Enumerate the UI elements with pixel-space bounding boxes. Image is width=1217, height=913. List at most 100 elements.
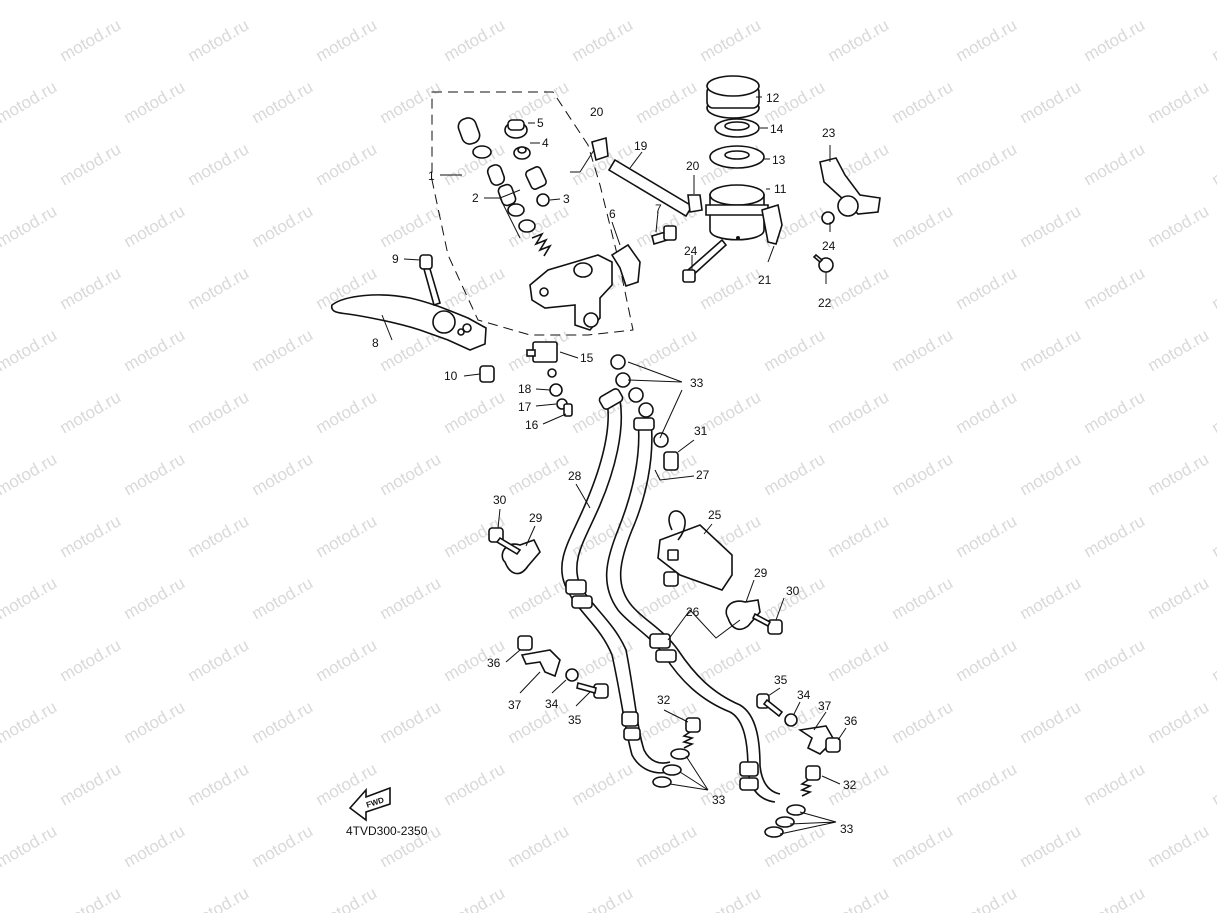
- watermark-text: motod.ru: [1209, 511, 1217, 561]
- watermark-text: motod.ru: [825, 387, 893, 437]
- watermark-text: motod.ru: [1145, 77, 1213, 127]
- watermark-text: motod.ru: [57, 263, 125, 313]
- reservoir-cap-12: [706, 75, 760, 119]
- watermark-text: motod.ru: [313, 883, 381, 913]
- watermark-text: motod.ru: [1145, 0, 1213, 3]
- watermark-text: motod.ru: [1145, 697, 1213, 747]
- watermark-text: motod.ru: [761, 449, 829, 499]
- boot-4: [513, 146, 531, 160]
- watermark-text: motod.ru: [249, 0, 317, 3]
- watermark-text: motod.ru: [1017, 821, 1085, 871]
- union-bolt-3: [525, 166, 550, 207]
- callout-29-right: 29: [754, 566, 768, 580]
- bolt-36-left: [517, 635, 533, 651]
- watermark-text: motod.ru: [441, 263, 509, 313]
- watermark-text: motod.ru: [1017, 77, 1085, 127]
- callout-35-right: 35: [774, 673, 788, 687]
- callout-30-left: 30: [493, 493, 507, 507]
- watermark-text: motod.ru: [1145, 325, 1213, 375]
- clamp-29-right: [725, 599, 761, 631]
- watermark-text: motod.ru: [249, 77, 317, 127]
- watermark-text: motod.ru: [249, 697, 317, 747]
- watermark-text: motod.ru: [889, 77, 957, 127]
- watermark-text: motod.ru: [377, 573, 445, 623]
- watermark-text: motod.ru: [761, 325, 829, 375]
- fwd-arrow-icon: FWD: [348, 786, 391, 822]
- washer-34-right: [784, 713, 798, 727]
- watermark-text: motod.ru: [185, 139, 253, 189]
- diagram-code: 4TVD300-2350: [346, 824, 428, 838]
- watermark-text: motod.ru: [633, 77, 701, 127]
- watermark-text: motod.ru: [953, 387, 1021, 437]
- watermark-text: motod.ru: [1017, 325, 1085, 375]
- pivot-bolt-9: [419, 254, 441, 307]
- diaphragm-14: [714, 118, 760, 138]
- bolt-32-right: [799, 765, 821, 797]
- callout-7: 7: [655, 202, 662, 216]
- callout-10: 10: [444, 369, 458, 383]
- watermark-text: motod.ru: [185, 883, 253, 913]
- watermark-text: motod.ru: [569, 759, 637, 809]
- watermark-text: motod.ru: [1017, 449, 1085, 499]
- watermark-text: motod.ru: [313, 15, 381, 65]
- bolt-24-right: [821, 211, 835, 225]
- brake-hose-27-26: [605, 417, 781, 803]
- watermark-text: motod.ru: [0, 449, 60, 499]
- leader-lines: [381, 96, 847, 835]
- watermark-text: motod.ru: [249, 573, 317, 623]
- screw-22: [812, 253, 834, 273]
- watermark-text: motod.ru: [1017, 201, 1085, 251]
- watermark-text: motod.ru: [0, 325, 60, 375]
- watermark-text: motod.ru: [825, 511, 893, 561]
- washers-33-right: [764, 804, 806, 838]
- callout-23: 23: [822, 126, 836, 140]
- watermark-text: motod.ru: [825, 15, 893, 65]
- watermark-text: motod.ru: [249, 449, 317, 499]
- watermark-text: motod.ru: [0, 0, 60, 3]
- callouts: 1 2 3 4 5 6 7 8 9 10 11 12 13 14 15 16 1…: [372, 91, 858, 836]
- watermark-text: motod.ru: [185, 263, 253, 313]
- callout-5: 5: [537, 116, 544, 130]
- watermark-text: motod.ru: [1017, 0, 1085, 3]
- watermark-text: motod.ru: [313, 139, 381, 189]
- piston-kit: [457, 117, 552, 257]
- callout-30-right: 30: [786, 584, 800, 598]
- watermark-text: motod.ru: [825, 263, 893, 313]
- watermark-text: motod.ru: [953, 15, 1021, 65]
- bracket-23: [819, 157, 881, 217]
- watermark-text: motod.ru: [953, 139, 1021, 189]
- watermark-text: motod.ru: [697, 263, 765, 313]
- watermark-text: motod.ru: [825, 883, 893, 913]
- bolt-30-right: [751, 612, 783, 635]
- callout-17: 17: [518, 400, 532, 414]
- upper-fittings: [610, 354, 679, 471]
- watermark-text: motod.ru: [953, 263, 1021, 313]
- watermark-text: motod.ru: [377, 77, 445, 127]
- callout-1: 1: [428, 169, 435, 183]
- watermark-text: motod.ru: [57, 883, 125, 913]
- bracket-21: [761, 203, 783, 245]
- watermark-text: motod.ru: [889, 697, 957, 747]
- callout-34-left: 34: [545, 697, 559, 711]
- watermark-text: motod.ru: [953, 511, 1021, 561]
- watermark-text: motod.ru: [633, 0, 701, 3]
- callout-28: 28: [568, 469, 582, 483]
- watermark-text: motod.ru: [1209, 883, 1217, 913]
- watermark-text: motod.ru: [249, 201, 317, 251]
- callout-14: 14: [770, 122, 784, 136]
- brake-lever: [330, 294, 487, 351]
- clip-20-lower: [687, 194, 703, 213]
- plate-13: [709, 145, 765, 169]
- watermark-text: motod.ru: [57, 511, 125, 561]
- watermark-text: motod.ru: [1017, 697, 1085, 747]
- callout-9: 9: [392, 252, 399, 266]
- callout-32-right: 32: [843, 778, 857, 792]
- callout-36-right: 36: [844, 714, 858, 728]
- callout-37-left: 37: [508, 698, 522, 712]
- watermark-text: motod.ru: [1081, 263, 1149, 313]
- watermark-text: motod.ru: [953, 759, 1021, 809]
- callout-31: 31: [694, 424, 708, 438]
- watermark-text: motod.ru: [1145, 573, 1213, 623]
- watermark-text: motod.ru: [825, 759, 893, 809]
